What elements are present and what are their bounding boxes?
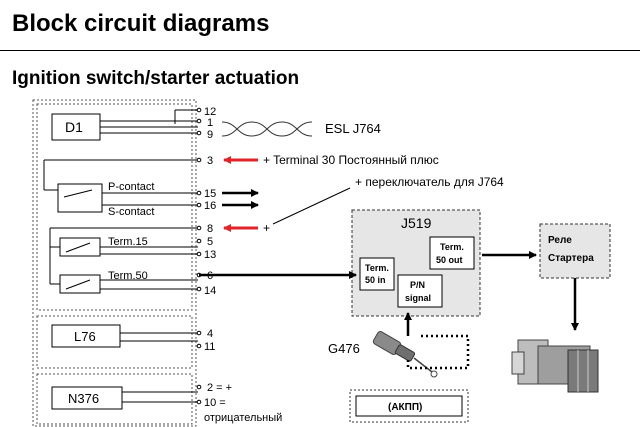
starter-motor-icon [511,339,599,393]
title-divider [0,50,640,51]
pin-5: 5 [207,236,213,248]
pin-10-minus: 10 = [204,397,226,409]
term50out-line2: 50 out [436,255,463,265]
pin-3: 3 [207,155,213,167]
pn-signal-line1: P/N [410,280,425,290]
pin-13: 13 [204,249,216,261]
p-contact-label: P-contact [108,181,154,193]
akpp-block: (АКПП) [349,389,469,423]
plus-label: + [263,221,270,235]
pin-terminals [196,107,202,405]
pin-8: 8 [207,223,213,235]
switch-plus-label: + переключатель для J764 [355,175,504,189]
pin-14: 14 [204,285,216,297]
d1-label: D1 [65,119,83,135]
pin-9: 9 [207,129,213,141]
relay-line1: Реле [548,235,572,246]
term50-label: Term.50 [108,270,148,282]
switch-plus-leader [272,187,351,225]
g476-label: G476 [328,341,360,356]
pin-10-negative-label: отрицательный [204,412,282,424]
pn-signal-line2: signal [405,293,431,303]
term50out-line1: Term. [440,242,464,252]
terminal30-label: + Terminal 30 Постоянный плюс [263,153,439,167]
j519-label: J519 [401,215,432,231]
l76-label: L76 [74,329,96,344]
sensor-signal-path [406,334,470,370]
term50in-line1: Term. [365,263,389,273]
pin-15: 15 [204,188,216,200]
starter-relay-block: Реле Стартера [539,223,611,279]
s-contact-label: S-contact [108,206,154,218]
term15-label: Term.15 [108,236,148,248]
term50in-line2: 50 in [365,275,386,285]
pin-4: 4 [207,328,213,340]
pin-2-plus: 2 = + [207,382,232,394]
switch-wiring [43,159,198,294]
relay-line2: Стартера [548,253,594,264]
l76-block: L76 [51,324,198,348]
pin-1: 1 [207,117,213,129]
n376-block: N376 [51,386,198,410]
page-subtitle: Ignition switch/starter actuation [12,68,300,89]
n376-label: N376 [68,391,99,406]
pin-11: 11 [204,341,215,353]
esl-label: ESL J764 [325,121,381,136]
esl-twisted-pair: ESL J764 [221,121,381,137]
d1-block: D1 [51,109,198,141]
ignition-switch-housing [32,99,197,427]
pin-12: 12 [204,106,216,118]
akpp-label: (АКПП) [388,402,422,413]
g476-sensor-icon [372,331,438,378]
page-title: Block circuit diagrams [12,10,270,37]
pin-16: 16 [204,200,216,212]
j519-module: J519 Term. 50 in Term. 50 out P/N signal [351,209,481,317]
